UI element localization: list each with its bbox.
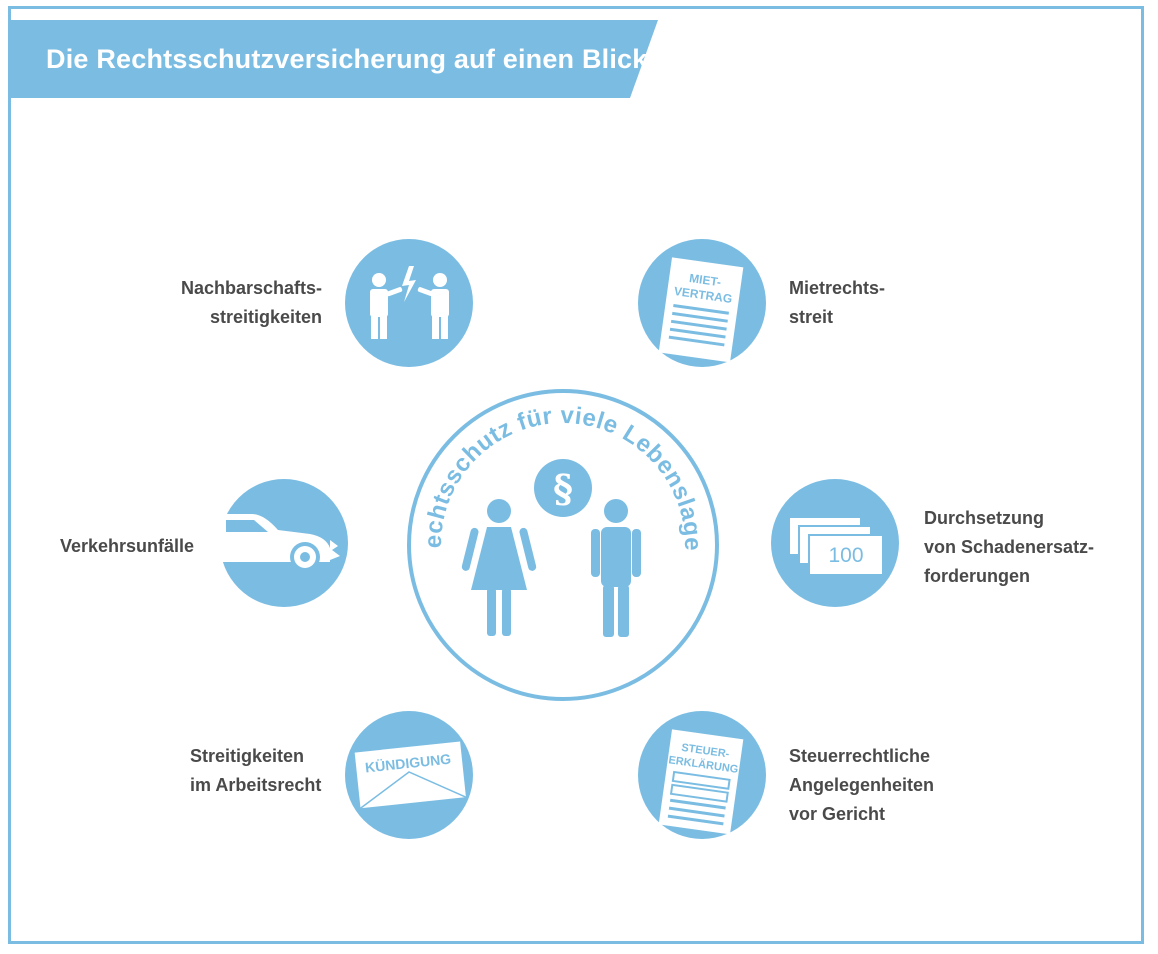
label-lease-dispute: Mietrechts- streit (789, 274, 885, 332)
label-line: von Schadenersatz- (924, 537, 1095, 557)
termination-envelope-icon: KÜNDIGUNG (345, 711, 473, 839)
label-line: im Arbeitsrecht (190, 775, 322, 795)
label-line: Angelegenheiten (789, 775, 935, 795)
label-line: Durchsetzung (924, 508, 1045, 528)
label-damages-claims: Durchsetzung von Schadenersatz- forderun… (924, 504, 1094, 591)
paragraph-icon: § (534, 459, 592, 517)
label-labor-law: Streitigkeiten im Arbeitsrecht (190, 742, 321, 800)
label-line: forderungen (924, 566, 1030, 586)
page-title: Die Rechtsschutzversicherung auf einen B… (46, 44, 648, 74)
label-traffic-accidents: Verkehrsunfälle (60, 532, 194, 561)
woman-icon (461, 499, 537, 636)
label-line: Streitigkeiten (190, 746, 305, 766)
man-icon (591, 499, 641, 637)
neighbor-dispute-icon (345, 239, 473, 367)
banner-shape (8, 20, 658, 98)
money-bills-icon: 100 (771, 479, 899, 607)
label-line: streitigkeiten (209, 307, 322, 327)
label-line: Nachbarschafts- (180, 278, 322, 298)
lease-document-icon: MIET- VERTRAG (638, 239, 766, 367)
label-neighbor-dispute: Nachbarschafts- streitigkeiten (181, 274, 322, 332)
label-tax-law: Steuerrechtliche Angelegenheiten vor Ger… (789, 742, 934, 829)
label-line: streit (789, 307, 834, 327)
infographic-frame (8, 6, 1144, 944)
label-line: Mietrechts- (789, 278, 886, 298)
bill-amount: 100 (828, 544, 863, 567)
paragraph-symbol: § (553, 466, 573, 511)
car-accident-icon (220, 479, 348, 607)
lease-doc-line1: MIET- (688, 271, 722, 289)
label-line: Verkehrsunfälle (60, 536, 195, 556)
label-line: vor Gericht (789, 804, 886, 824)
label-line: Steuerrechtliche (789, 746, 931, 766)
title-banner: Die Rechtsschutzversicherung auf einen B… (8, 20, 658, 98)
center-hub: Rechtsschutz für viele Lebenslagen § (0, 0, 719, 701)
tax-document-icon: STEUER- ERKLÄRUNG (638, 711, 766, 839)
